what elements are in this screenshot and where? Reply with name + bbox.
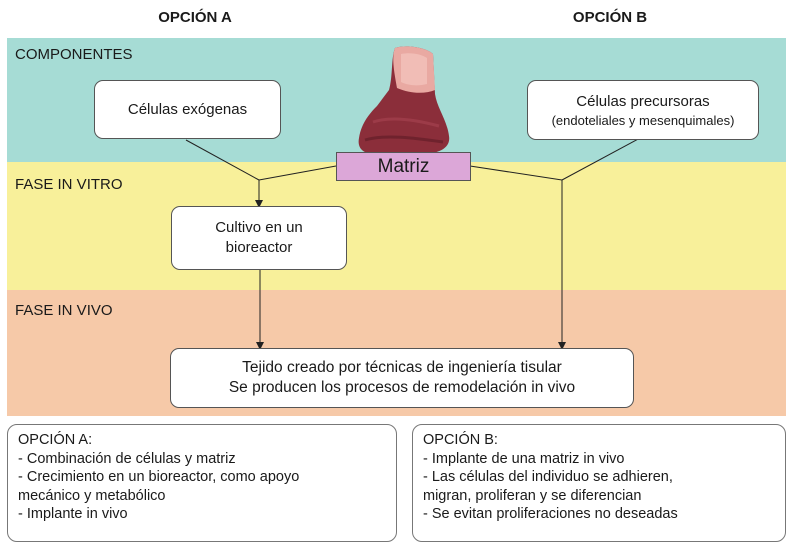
option-a-header: OPCIÓN A bbox=[158, 9, 232, 26]
scaffold-tissue-image bbox=[358, 46, 450, 154]
option-a-line: mecánico y metabólico bbox=[18, 487, 166, 504]
option-b-line: - Se evitan proliferaciones no deseadas bbox=[423, 506, 678, 522]
precursor-cells-box: Células precursoras (endoteliales y mese… bbox=[527, 80, 759, 140]
option-b-line: - Implante de una matriz in vivo bbox=[423, 450, 625, 467]
option-b-line: - Las células del individuo se adhieren, bbox=[423, 469, 673, 485]
in-vitro-label: FASE IN VITRO bbox=[15, 176, 123, 193]
option-b-panel-title: OPCIÓN B: bbox=[423, 432, 498, 448]
option-b-line: migran, proliferan y se diferencian bbox=[423, 487, 642, 504]
bioreactor-label-line2: bioreactor bbox=[225, 239, 293, 256]
in-vitro-band: FASE IN VITRO bbox=[7, 162, 786, 290]
engineered-tissue-box: Tejido creado por técnicas de ingeniería… bbox=[170, 348, 634, 408]
precursor-cells-label: Células precursoras bbox=[576, 92, 710, 110]
tissue-label-line2: Se producen los procesos de remodelación… bbox=[228, 379, 576, 396]
exogenous-cells-box: Células exógenas bbox=[94, 80, 281, 139]
bioreactor-box: Cultivo en un bioreactor bbox=[171, 206, 347, 270]
in-vivo-label: FASE IN VIVO bbox=[15, 302, 113, 319]
tissue-label-line1: Tejido creado por técnicas de ingeniería… bbox=[242, 359, 562, 376]
exogenous-cells-label: Células exógenas bbox=[127, 100, 248, 118]
option-b-panel: OPCIÓN B: - Implante de una matriz in vi… bbox=[412, 424, 786, 542]
line-exogenous-to-junction bbox=[185, 139, 260, 181]
option-a-line: - Implante in vivo bbox=[18, 506, 128, 522]
matrix-box: Matriz bbox=[336, 152, 471, 181]
option-a-line: - Crecimiento en un bioreactor, como apo… bbox=[18, 469, 300, 485]
option-a-panel-title: OPCIÓN A: bbox=[18, 432, 93, 448]
matrix-label: Matriz bbox=[377, 155, 430, 177]
line-matrix-to-junction-b bbox=[469, 165, 563, 181]
option-a-panel: OPCIÓN A: - Combinación de células y mat… bbox=[7, 424, 397, 542]
option-a-line: - Combinación de células y matriz bbox=[18, 450, 236, 467]
line-precursor-to-junction bbox=[561, 137, 641, 181]
components-label: COMPONENTES bbox=[15, 46, 133, 63]
line-matrix-to-junction bbox=[258, 165, 337, 181]
option-b-header: OPCIÓN B bbox=[572, 9, 648, 26]
bioreactor-label-line1: Cultivo en un bbox=[215, 219, 303, 236]
precursor-cells-detail: (endoteliales y mesenquimales) bbox=[551, 112, 735, 128]
